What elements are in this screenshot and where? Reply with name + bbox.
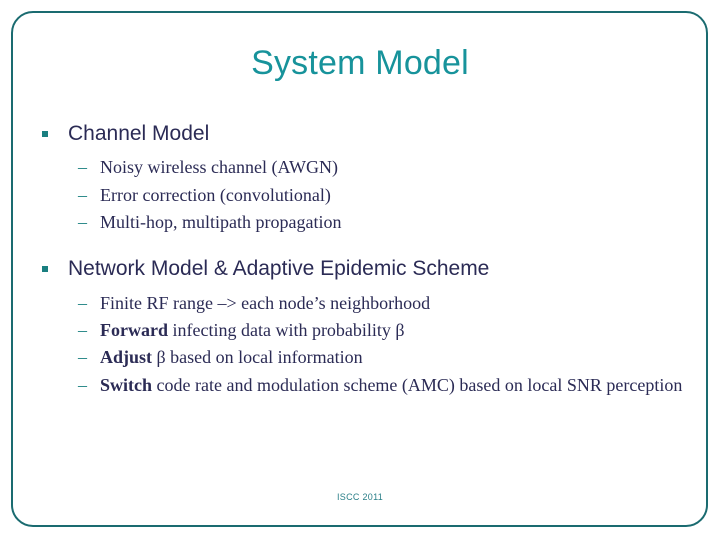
list-item-text: Noisy wireless channel (AWGN) (100, 157, 338, 178)
dash-bullet-icon: – (78, 374, 87, 395)
bullet-heading-label: Network Model & Adaptive Epidemic Scheme (68, 257, 490, 281)
list-item-text: infecting data with probability β (167, 320, 405, 341)
section-network-model: Network Model & Adaptive Epidemic Scheme… (0, 255, 720, 399)
dash-bullet-icon: – (78, 292, 87, 313)
list-item-text: Multi-hop, multipath propagation (100, 212, 342, 233)
dash-bullet-icon: – (78, 212, 87, 233)
list-item: –Finite RF range –> each node’s neighbor… (78, 290, 720, 317)
list-item: –Error correction (convolutional) (78, 182, 720, 209)
list-item-emphasis: Switch (100, 374, 153, 395)
slide-content: Channel Model –Noisy wireless channel (A… (0, 120, 720, 399)
list-item-text: Error correction (convolutional) (100, 184, 331, 205)
list-item-emphasis: Forward (100, 320, 168, 341)
sublist-network-model: –Finite RF range –> each node’s neighbor… (0, 290, 720, 399)
bullet-heading-label: Channel Model (68, 122, 210, 145)
slide-footer-label: ISCC 2011 (336, 492, 384, 502)
list-item: –Multi-hop, multipath propagation (78, 209, 720, 236)
page-title: System Model (251, 44, 469, 82)
section-channel-model: Channel Model –Noisy wireless channel (A… (0, 120, 720, 236)
list-item: –Noisy wireless channel (AWGN) (78, 154, 720, 181)
list-item: –Forward infecting data with probability… (78, 317, 720, 344)
square-bullet-icon (42, 266, 48, 273)
bullet-heading-network-model: Network Model & Adaptive Epidemic Scheme (0, 255, 720, 283)
list-item-emphasis: Adjust (100, 347, 153, 368)
bullet-heading-channel-model: Channel Model (0, 120, 720, 148)
dash-bullet-icon: – (78, 184, 87, 205)
list-item-text: Finite RF range –> each node’s neighborh… (100, 292, 431, 313)
dash-bullet-icon: – (78, 347, 87, 368)
list-item: –Switch code rate and modulation scheme … (78, 372, 720, 399)
square-bullet-icon (42, 131, 48, 137)
list-item-text: β based on local information (152, 347, 363, 368)
list-item-text: code rate and modulation scheme (AMC) ba… (152, 374, 683, 395)
dash-bullet-icon: – (78, 320, 87, 341)
sublist-channel-model: –Noisy wireless channel (AWGN) –Error co… (0, 154, 720, 236)
list-item: –Adjust β based on local information (78, 344, 720, 371)
dash-bullet-icon: – (78, 157, 87, 178)
